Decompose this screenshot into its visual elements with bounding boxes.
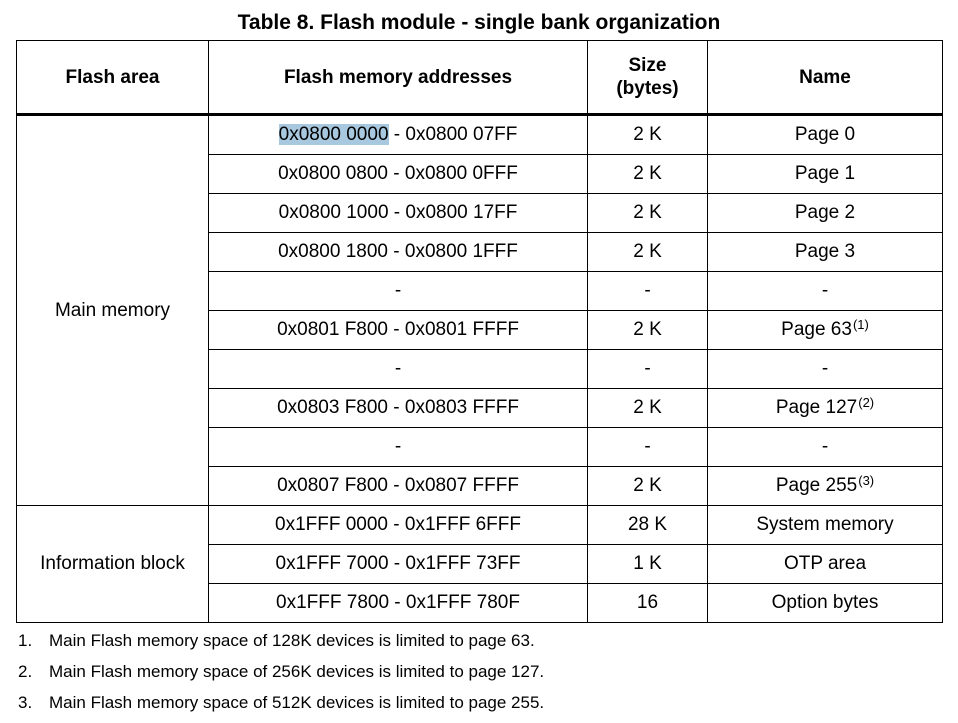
address-text: - [394, 436, 402, 457]
footnote: 1. Main Flash memory space of 128K device… [18, 625, 938, 656]
name-cell: Page 2 [707, 193, 943, 233]
page-name: Page 1 [794, 163, 856, 184]
flash-organization-table: Flash area Flash memory addresses Size (… [16, 40, 943, 623]
address-cell: 0x1FFF 7800 - 0x1FFF 780F [208, 583, 588, 623]
address-cell: 0x0800 0800 - 0x0800 0FFF [208, 154, 588, 194]
footnote-text: Main Flash memory space of 256K devices … [49, 662, 545, 681]
page-name: Page 63 [781, 319, 852, 340]
address-cell: - [208, 271, 588, 311]
address-cell: - [208, 349, 588, 389]
name-cell: Option bytes [707, 583, 943, 623]
page-name: - [821, 280, 829, 301]
page-name: Page 0 [794, 124, 856, 145]
header-size-line1: Size [628, 55, 667, 76]
address-text: 0x0801 F800 - 0x0801 FFFF [277, 319, 519, 340]
address-text: 0x0800 1000 - 0x0800 17FF [278, 202, 518, 223]
address-text: 0x0800 0800 - 0x0800 0FFF [278, 163, 518, 184]
header-flash-addresses: Flash memory addresses [208, 40, 588, 116]
table-row: 0x0800 1000 - 0x0800 17FF 2 K Page 2 [17, 193, 943, 233]
name-cell: Page 127(2) [707, 388, 943, 428]
footnote-number: 2. [18, 662, 33, 681]
name-cell: - [707, 427, 943, 467]
footnote-ref: (3) [858, 473, 875, 488]
address-text: 0x0807 F800 - 0x0807 FFFF [277, 475, 519, 496]
name-cell: Page 0 [707, 114, 943, 155]
address-text: - [394, 358, 402, 379]
selected-text[interactable]: 0x0800 0000 [278, 124, 389, 145]
size-cell: 1 K [587, 544, 708, 584]
footnote-text: Main Flash memory space of 128K devices … [49, 631, 535, 650]
size-cell: 2 K [587, 466, 708, 506]
header-size-line2: (bytes) [616, 78, 679, 99]
name-cell: Page 255(3) [707, 466, 943, 506]
footnote-ref: (2) [858, 395, 875, 410]
footnote: 3. Main Flash memory space of 512K device… [18, 687, 938, 718]
header-name: Name [707, 40, 943, 116]
address-text: 0x0800 1800 - 0x0800 1FFF [278, 241, 518, 262]
size-cell: - [587, 427, 708, 467]
size-cell: 2 K [587, 154, 708, 194]
flash-area-main-memory: Main memory [16, 114, 209, 506]
address-text: - [394, 280, 402, 301]
size-cell: 16 [587, 583, 708, 623]
address-text: 0x0803 F800 - 0x0803 FFFF [277, 397, 519, 418]
table-row: 0x0800 1800 - 0x0800 1FFF 2 K Page 3 [17, 232, 943, 272]
page-name: - [821, 358, 829, 379]
name-cell: Page 1 [707, 154, 943, 194]
size-cell: 2 K [587, 232, 708, 272]
name-cell: - [707, 271, 943, 311]
address-text: - 0x0800 07FF [388, 124, 518, 145]
name-cell: System memory [707, 505, 943, 545]
address-cell: 0x0800 1800 - 0x0800 1FFF [208, 232, 588, 272]
address-cell: 0x1FFF 7000 - 0x1FFF 73FF [208, 544, 588, 584]
address-cell: 0x0807 F800 - 0x0807 FFFF [208, 466, 588, 506]
address-cell: 0x0800 1000 - 0x0800 17FF [208, 193, 588, 233]
size-cell: 2 K [587, 114, 708, 155]
size-cell: 2 K [587, 310, 708, 350]
page-name: Page 255 [775, 475, 858, 496]
footnote-number: 1. [18, 631, 33, 650]
page-name: Page 3 [794, 241, 856, 262]
footnote-ref: (1) [852, 317, 869, 332]
size-cell: 28 K [587, 505, 708, 545]
name-cell: Page 63(1) [707, 310, 943, 350]
header-row: Flash area Flash memory addresses Size (… [16, 40, 943, 116]
flash-area-information-block: Information block [16, 505, 209, 623]
table-row: --- [17, 271, 943, 311]
page-name: Page 2 [794, 202, 856, 223]
size-cell: 2 K [587, 388, 708, 428]
size-cell: - [587, 271, 708, 311]
address-cell: 0x1FFF 0000 - 0x1FFF 6FFF [208, 505, 588, 545]
table-row: --- [17, 349, 943, 389]
address-cell: 0x0803 F800 - 0x0803 FFFF [208, 388, 588, 428]
header-size: Size (bytes) [587, 40, 708, 116]
page-name: - [821, 436, 829, 457]
header-flash-area: Flash area [16, 40, 209, 116]
footnote-number: 3. [18, 693, 33, 712]
table-title: Table 8. Flash module - single bank orga… [237, 11, 721, 34]
footnote-text: Main Flash memory space of 512K devices … [49, 693, 545, 712]
table-row: 0x0800 0800 - 0x0800 0FFF 2 K Page 1 [17, 154, 943, 194]
name-cell: Page 3 [707, 232, 943, 272]
size-cell: - [587, 349, 708, 389]
address-cell: 0x0800 0000 - 0x0800 07FF [208, 114, 588, 155]
address-cell: 0x0801 F800 - 0x0801 FFFF [208, 310, 588, 350]
address-cell: - [208, 427, 588, 467]
page-name: Page 127 [775, 397, 858, 418]
footnote: 2. Main Flash memory space of 256K device… [18, 656, 938, 687]
size-cell: 2 K [587, 193, 708, 233]
name-cell: OTP area [707, 544, 943, 584]
name-cell: - [707, 349, 943, 389]
footnotes: 1. Main Flash memory space of 128K device… [18, 625, 938, 718]
